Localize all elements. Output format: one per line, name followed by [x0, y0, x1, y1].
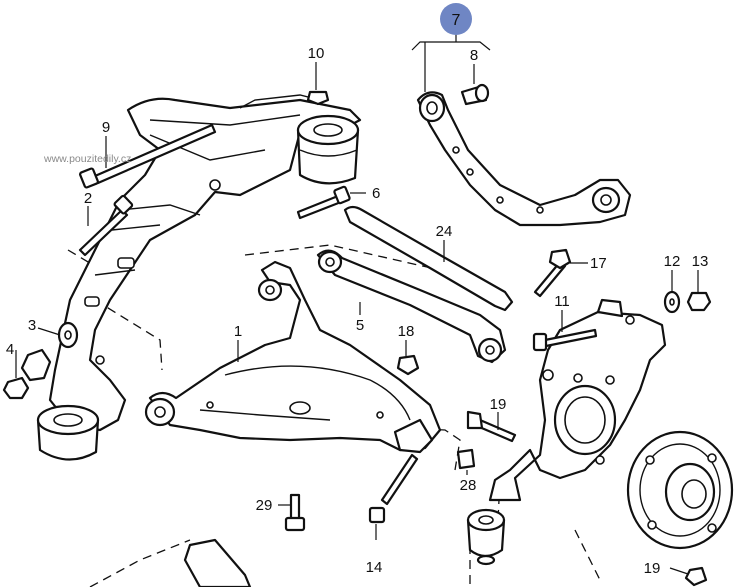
watermark: www.pouzitedily.cz — [43, 153, 131, 165]
callout-19-lower: 19 — [644, 560, 661, 577]
callout-14: 14 — [366, 559, 383, 576]
callout-7-highlight — [440, 3, 472, 35]
callout-13: 13 — [692, 253, 709, 270]
callout-17: 17 — [590, 255, 607, 272]
callout-7: 7 — [452, 12, 461, 29]
callout-9: 9 — [102, 119, 110, 136]
callout-6: 6 — [372, 185, 380, 202]
upper-control-arm — [416, 91, 632, 227]
subframe-mount-lower — [36, 404, 100, 461]
wheel-hub — [626, 430, 734, 550]
callout-19-upper: 19 — [490, 396, 507, 413]
subframe-mount-upper — [296, 114, 360, 185]
transverse-link-5 — [316, 249, 507, 364]
callout-29: 29 — [256, 497, 273, 514]
callout-12: 12 — [664, 253, 681, 270]
callout-28: 28 — [460, 477, 477, 494]
bushing-8 — [460, 83, 490, 106]
lower-control-arm — [144, 260, 442, 454]
callout-5: 5 — [356, 317, 364, 334]
partial-part-bottom — [183, 538, 252, 587]
trailing-link-24 — [343, 205, 514, 312]
callout-24: 24 — [436, 223, 453, 240]
callout-labels: 7 8 10 9 6 2 24 17 12 13 3 4 1 5 11 18 1… — [6, 12, 709, 577]
fasteners — [2, 90, 712, 587]
callout-1: 1 — [234, 323, 242, 340]
callout-11: 11 — [554, 293, 570, 310]
callout-18: 18 — [398, 323, 415, 340]
wheel-carrier — [488, 298, 667, 502]
callout-2: 2 — [84, 190, 92, 207]
callout-4: 4 — [6, 341, 14, 358]
bracket-7 — [411, 32, 491, 92]
leader-lines — [15, 62, 699, 575]
knuckle-bushing — [466, 508, 506, 566]
callout-8: 8 — [470, 47, 478, 64]
callout-10: 10 — [308, 45, 325, 62]
callout-3: 3 — [28, 317, 36, 334]
